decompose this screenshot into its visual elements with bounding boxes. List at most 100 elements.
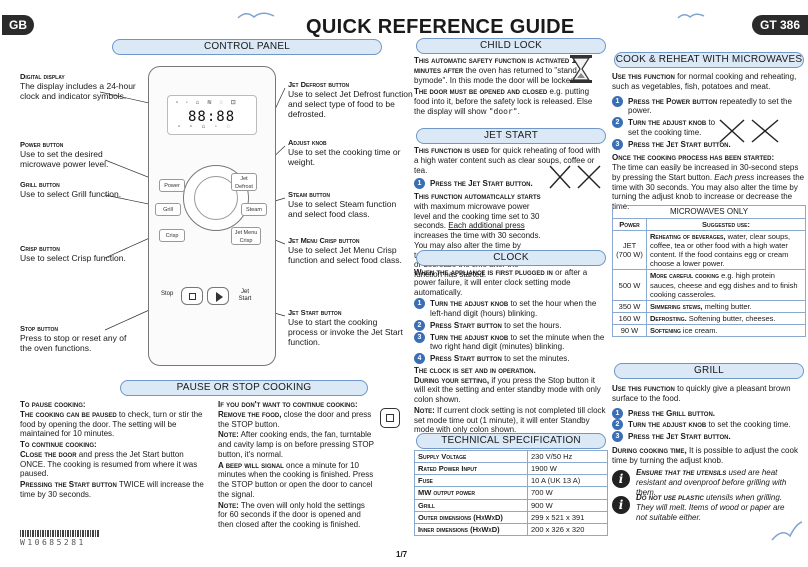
clock-heading: CLOCK (416, 250, 606, 266)
adjust-knob-desc: Adjust knob Use to set the cooking time … (288, 138, 401, 168)
bird-decoration-icon (771, 521, 803, 541)
power-use: More careful cooking e.g. high protein s… (646, 269, 806, 301)
tech-spec-heading: TECHNICAL SPECIFICATION (416, 433, 606, 449)
cook-reheat-text: Use this function for normal cooking and… (612, 72, 805, 211)
jet-start-desc: Jet Start button Use to start the cookin… (288, 308, 403, 348)
grill-text: Use this function to quickly give a plea… (612, 384, 798, 465)
microwave-power-row: JET (700 W)Reheating of beverages, water… (612, 229, 806, 271)
spec-label: Rated Power Input (414, 462, 528, 476)
jet-menu-crisp-desc: Jet Menu Crisp button Use to select Jet … (288, 236, 402, 266)
step-number: 3 (414, 331, 425, 343)
control-panel-heading: CONTROL PANEL (112, 39, 382, 55)
power-button[interactable]: Power (159, 179, 185, 192)
step-number: 2 (612, 117, 623, 128)
page-number: 1/7 (396, 550, 408, 559)
barcode-text: W10685281 (20, 538, 86, 547)
stop-icon (189, 293, 196, 300)
crisp-button[interactable]: Crisp (159, 229, 185, 242)
jet-start-label: Jet Start (238, 289, 252, 302)
step-number: 1 (612, 95, 623, 107)
jet-menu-crisp-button[interactable]: Jet Menu Crisp (231, 227, 261, 245)
jet-defrost-button[interactable]: Jet Defrost (231, 173, 257, 191)
spec-label: Grill (414, 498, 528, 512)
power-use: Reheating of beverages, water, clear sou… (646, 229, 806, 271)
spec-value: 700 W (527, 486, 608, 500)
stop-button-desc: Stop button Press to stop or reset any o… (20, 324, 127, 354)
stop-button[interactable] (181, 287, 203, 305)
play-icon (216, 292, 223, 302)
spec-label: MW output power (414, 486, 528, 500)
spec-value: 10 A (UK 13 A) (527, 474, 608, 488)
power-use: Defrosting. Softening butter, cheeses. (646, 312, 806, 326)
step-number: 1 (414, 178, 425, 190)
power-value: JET (700 W) (612, 229, 647, 271)
steam-button[interactable]: Steam (241, 203, 267, 216)
crisp-button-desc: Crisp button Use to select Crisp functio… (20, 244, 126, 263)
page-title: QUICK REFERENCE GUIDE (306, 16, 575, 38)
spec-value: 900 W (527, 498, 608, 512)
knob-inner (194, 176, 238, 220)
display-indicators-bottom: ▫ ▫ ⌂ ◦ ◌ (178, 124, 235, 130)
step-number: 4 (414, 353, 425, 364)
model-badge: GT 386 (752, 15, 808, 35)
steam-button-desc: Steam button Use to select Steam functio… (288, 190, 397, 220)
spec-value: 230 V/50 Hz (527, 449, 608, 464)
pause-stop-left-col: To pause cooking: The cooking can be pau… (20, 400, 204, 499)
power-value: 350 W (612, 299, 647, 314)
grill-info-2: Do not use plastic utensils when grillin… (636, 493, 785, 522)
stop-symbol-icon (380, 408, 400, 428)
step-number: 2 (414, 319, 425, 331)
grill-heading: GRILL (614, 363, 804, 379)
clock-text: When the appliance is first plugged in o… (414, 268, 606, 435)
power-value: 90 W (612, 324, 647, 338)
step-number: 3 (612, 138, 623, 150)
child-lock-text: This automatic safety function is activa… (414, 56, 593, 116)
pause-stop-right-col: If you don't want to continue cooking: R… (218, 400, 374, 529)
step-number: 1 (612, 407, 623, 419)
bird-decoration-icon (677, 13, 705, 19)
step-number: 3 (612, 431, 623, 442)
info-icon: i (612, 470, 630, 488)
start-button[interactable] (207, 287, 229, 305)
barcode (20, 530, 100, 537)
grill-button-desc: Grill button Use to select Grill functio… (20, 180, 122, 199)
spec-label: Inner dimensions (HxWxD) (414, 522, 528, 536)
power-value: 500 W (612, 269, 647, 301)
display-indicators: ▫ ◦ ⌂ ≋ ◌ ⊡ (176, 100, 239, 106)
cook-reheat-heading: COOK & REHEAT WITH MICROWAVES (614, 52, 804, 68)
jet-start-heading: JET START (416, 128, 606, 144)
spec-value: 299 x 521 x 391 (527, 510, 608, 524)
display-digits: 88:88 (188, 109, 236, 125)
power-use: Softening ice cream. (646, 324, 806, 338)
cross-marks-icon (719, 119, 779, 143)
step-number: 1 (414, 298, 425, 310)
spec-row: Outer dimensions (HxWxD)299 x 521 x 391 (414, 510, 608, 524)
bird-decoration-icon (237, 12, 275, 19)
digital-display: ▫ ◦ ⌂ ≋ ◌ ⊡ 88:88 ▫ ▫ ⌂ ◦ ◌ (167, 95, 257, 135)
info-icon: i (612, 496, 630, 514)
grill-info-1: Ensure that the utensils used are heat r… (636, 468, 787, 497)
digital-display-desc: Digital display The display includes a 2… (20, 72, 136, 102)
jet-defrost-desc: Jet Defrost button Use to select Jet Def… (288, 80, 413, 120)
language-badge: GB (2, 15, 34, 35)
spec-row: Inner dimensions (HxWxD)200 x 326 x 320 (414, 522, 608, 536)
spec-label: Outer dimensions (HxWxD) (414, 510, 528, 524)
spec-value: 200 x 326 x 320 (527, 522, 608, 536)
spec-value: 1900 W (527, 462, 608, 476)
step-number: 2 (612, 419, 623, 431)
control-panel-graphic: ▫ ◦ ⌂ ≋ ◌ ⊡ 88:88 ▫ ▫ ⌂ ◦ ◌ Power Jet De… (148, 66, 276, 366)
hourglass-icon (570, 55, 592, 83)
power-button-desc: Power button Use to set the desired micr… (20, 140, 109, 170)
power-use: Simmering stews, melting butter. (646, 299, 806, 314)
grill-button[interactable]: Grill (155, 203, 181, 216)
